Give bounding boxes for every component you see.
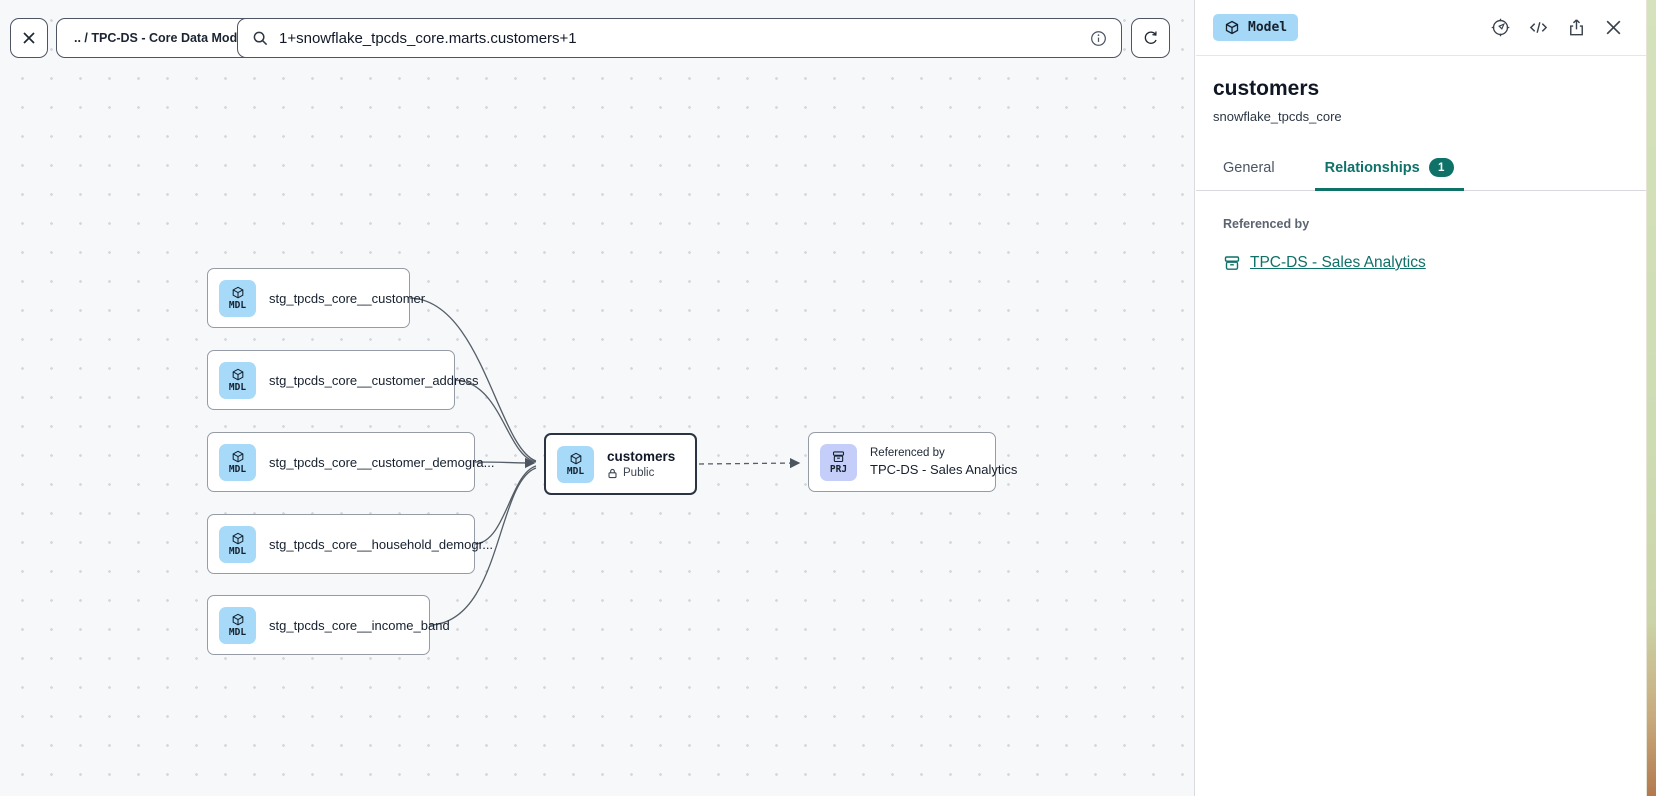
cube-icon (232, 450, 243, 462)
explore-compass-icon[interactable] (1490, 17, 1511, 38)
relationships-count-badge: 1 (1428, 158, 1454, 177)
badge-label: PRJ (829, 464, 848, 476)
badge-label: MDL (228, 626, 247, 638)
code-icon[interactable] (1528, 17, 1549, 38)
node-stg-tpcds-core-customer[interactable]: MDL stg_tpcds_core__customer (207, 268, 425, 328)
node-stg-tpcds-core-customer-address[interactable]: MDL stg_tpcds_core__customer_address (207, 350, 479, 410)
project-link-sales-analytics[interactable]: TPC-DS - Sales Analytics (1250, 254, 1426, 271)
relationships-content: Referenced by TPC-DS - Sales Analytics (1196, 191, 1646, 272)
wallpaper-edge-strip (1646, 0, 1656, 796)
breadcrumb[interactable]: .. / TPC-DS - Core Data Models (56, 18, 273, 58)
node-label: stg_tpcds_core__customer_demogra... (269, 454, 495, 470)
tab-label: Relationships (1324, 159, 1420, 176)
refresh-button[interactable] (1131, 18, 1170, 58)
node-stg-tpcds-core-customer-demographics[interactable]: MDL stg_tpcds_core__customer_demogra... (207, 432, 494, 492)
lineage-edges (409, 297, 801, 626)
details-tabs: General Relationships 1 (1196, 149, 1646, 191)
reference-item: TPC-DS - Sales Analytics (1223, 254, 1622, 272)
node-stg-tpcds-core-household-demographics[interactable]: MDL stg_tpcds_core__household_demogr... (207, 514, 493, 574)
model-type-badge: MDL (219, 606, 256, 644)
search-input[interactable] (279, 29, 1080, 47)
schema-subtitle: snowflake_tpcds_core (1213, 109, 1342, 124)
archive-box-icon (1224, 256, 1240, 270)
details-panel: Model customers snowflake_tpcds_core Gen… (1196, 0, 1646, 796)
node-label: stg_tpcds_core__customer_address (269, 372, 479, 388)
node-kicker: Referenced by (870, 447, 945, 459)
close-icon (23, 32, 35, 44)
tab-label: General (1223, 159, 1275, 176)
node-label: stg_tpcds_core__income_band (269, 617, 450, 633)
cube-icon (232, 613, 243, 625)
model-type-badge: MDL (557, 445, 594, 483)
model-type-badge: MDL (219, 361, 256, 399)
model-type-badge: MDL (219, 525, 256, 563)
node-customers-selected[interactable]: MDL customers Public (544, 433, 697, 495)
badge-label: MDL (228, 381, 247, 393)
resource-type-badge: Model (1213, 14, 1299, 41)
visibility-label: Public (623, 467, 655, 479)
referenced-by-label: Referenced by (1223, 217, 1310, 231)
node-project-sales-analytics[interactable]: PRJ Referenced by TPC-DS - Sales Analyti… (808, 432, 1017, 492)
cube-icon (1225, 20, 1239, 34)
model-type-badge: MDL (219, 279, 256, 317)
badge-label: MDL (566, 465, 585, 477)
cube-icon (232, 532, 243, 544)
details-panel-header: Model (1196, 0, 1646, 56)
node-label: stg_tpcds_core__customer (269, 290, 426, 306)
badge-label: MDL (228, 299, 247, 311)
archive-box-icon (832, 451, 845, 463)
info-icon[interactable] (1090, 30, 1107, 47)
node-title: TPC-DS - Sales Analytics (870, 462, 1018, 477)
breadcrumb-label: .. / TPC-DS - Core Data Models (74, 31, 255, 45)
share-export-icon[interactable] (1566, 17, 1587, 38)
close-lineage-button[interactable] (10, 18, 48, 58)
node-title: customers (607, 449, 676, 464)
node-label: stg_tpcds_core__household_demogr... (269, 536, 494, 552)
tab-relationships[interactable]: Relationships 1 (1314, 149, 1464, 191)
cube-icon (232, 368, 243, 380)
badge-label: MDL (228, 545, 247, 557)
close-panel-icon[interactable] (1604, 18, 1623, 37)
project-type-badge: PRJ (820, 443, 857, 481)
page-title: customers (1213, 77, 1320, 100)
lineage-canvas[interactable]: MDL stg_tpcds_core__customer MDL stg_tpc… (0, 0, 1195, 796)
resource-type-label: Model (1248, 20, 1288, 35)
details-title-block: customers snowflake_tpcds_core (1196, 56, 1646, 124)
lineage-search-bar (237, 18, 1122, 58)
lock-icon (608, 468, 617, 478)
model-type-badge: MDL (219, 443, 256, 481)
tab-general[interactable]: General (1213, 149, 1285, 190)
search-icon (253, 31, 268, 45)
badge-label: MDL (228, 463, 247, 475)
refresh-icon (1144, 31, 1157, 44)
cube-icon (570, 452, 581, 464)
node-stg-tpcds-core-income-band[interactable]: MDL stg_tpcds_core__income_band (207, 595, 450, 655)
cube-icon (232, 286, 243, 298)
